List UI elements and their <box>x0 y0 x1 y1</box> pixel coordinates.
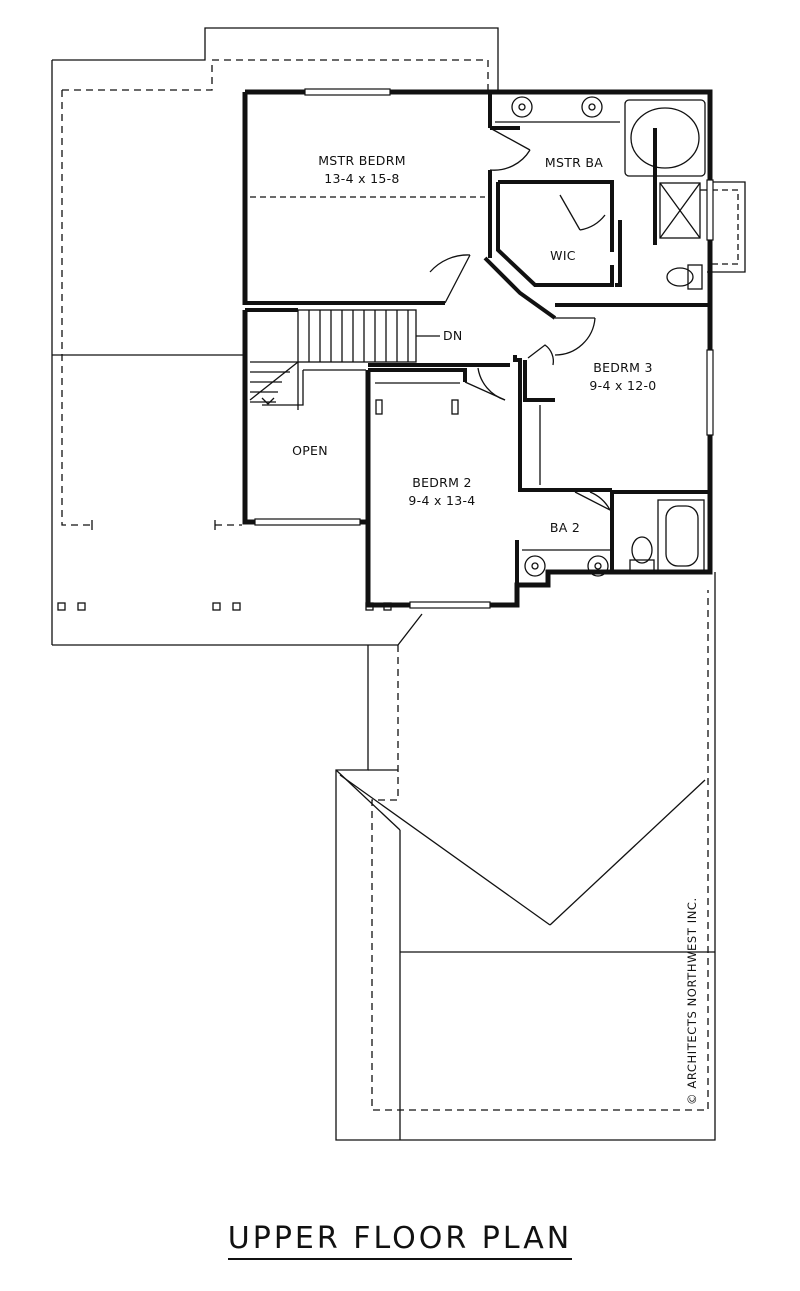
windows <box>254 88 714 609</box>
bedrm-3-name: BEDRM 3 <box>593 360 653 375</box>
wic-name: WIC <box>550 248 576 263</box>
stair-dn-label: DN <box>443 328 463 343</box>
exterior-walls <box>242 89 713 608</box>
lower-roof-outline <box>335 572 716 1141</box>
mstr-bedrm-size: 13-4 x 15-8 <box>324 171 399 186</box>
bedrm-2-size: 9-4 x 13-4 <box>408 493 475 508</box>
bedrm-3-size: 9-4 x 12-0 <box>589 378 656 393</box>
ba-2-name: BA 2 <box>550 520 580 535</box>
door-swings <box>429 127 612 512</box>
bedrm-2-name: BEDRM 2 <box>412 475 472 490</box>
interior-walls <box>245 92 710 585</box>
mstr-bedrm-name: MSTR BEDRM <box>318 153 406 168</box>
copyright-notice: © ARCHITECTS NORTHWEST INC. <box>685 897 699 1105</box>
plan-title: UPPER FLOOR PLAN <box>0 1221 800 1260</box>
room-labels: MSTR BEDRM 13-4 x 15-8 MSTR BA WIC BEDRM… <box>292 153 656 535</box>
plan-title-text: UPPER FLOOR PLAN <box>227 1221 573 1260</box>
mstr-ba-name: MSTR BA <box>545 155 603 170</box>
interior-details <box>249 96 707 577</box>
open-name: OPEN <box>292 443 328 458</box>
roof-outlines <box>51 27 746 1141</box>
